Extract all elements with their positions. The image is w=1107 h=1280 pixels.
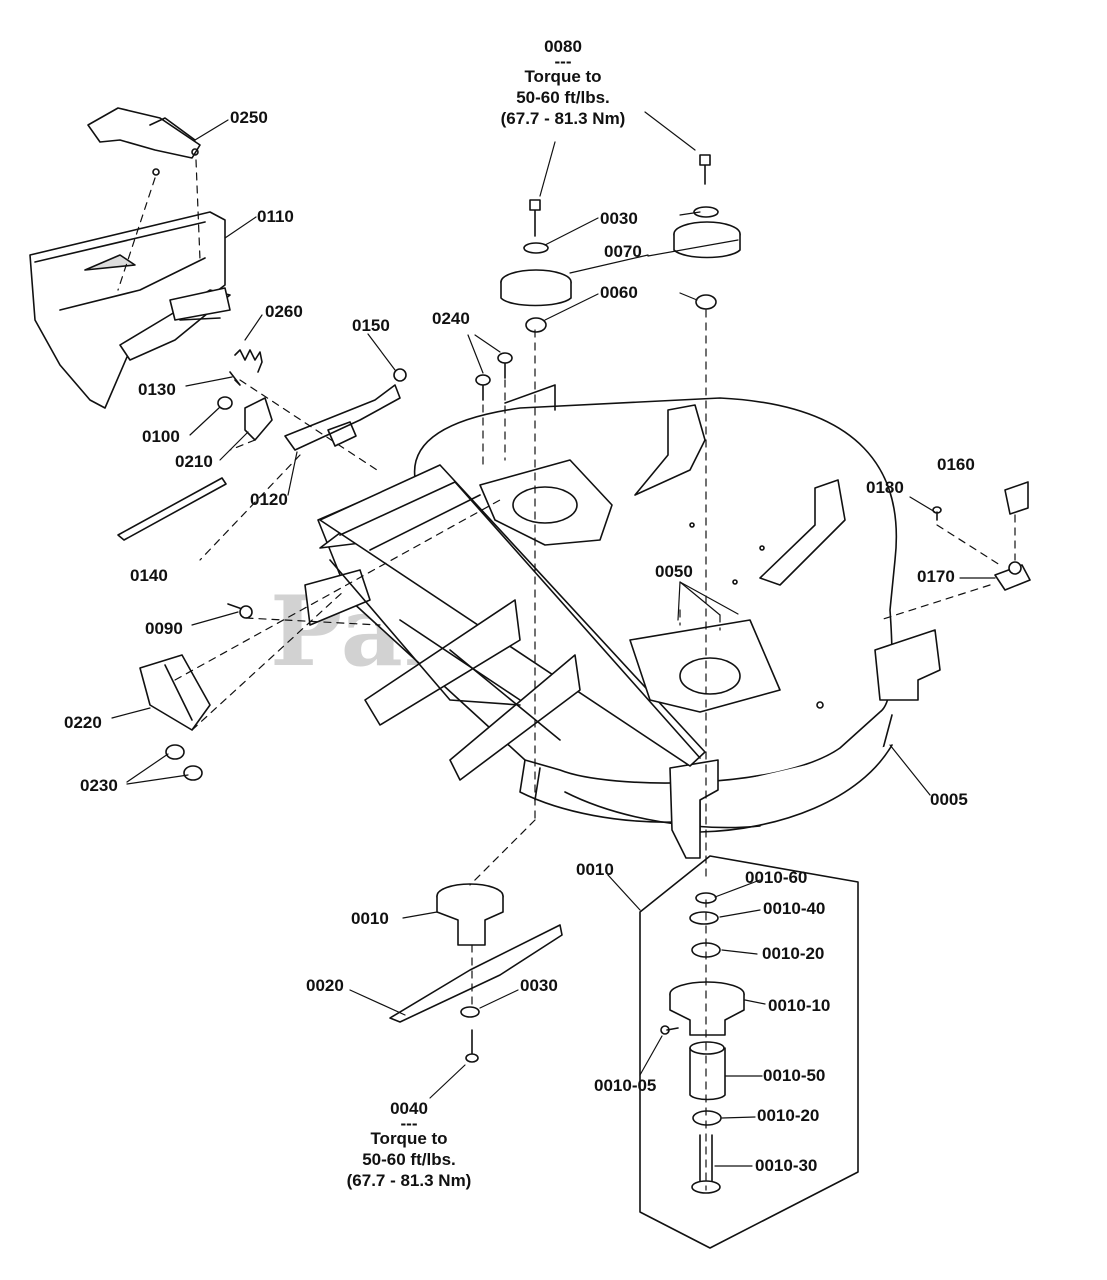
part-label-0010-30: 0010-30 (755, 1156, 818, 1175)
part-label-0140: 0140 (130, 566, 168, 585)
leader-lines (111, 111, 996, 1167)
lower-spindle-blade (389, 883, 563, 1063)
part-label-0110: 0110 (257, 207, 294, 226)
part-label-0050: 0050 (655, 562, 693, 581)
part-label-0130: 0130 (138, 380, 176, 399)
part-label-0010-40: 0010-40 (763, 899, 826, 918)
part-label-0030-top: 0030 (600, 209, 638, 228)
part-label-0220: 0220 (64, 713, 102, 732)
part-label-0030-bottom: 0030 (520, 976, 558, 995)
part-label-0090: 0090 (145, 619, 183, 638)
mower-deck (304, 384, 941, 859)
note-bottom-line3: (67.7 - 81.3 Nm) (346, 1171, 472, 1190)
torque-note-top: 0080 --- Torque to 50-60 ft/lbs. (67.7 -… (488, 36, 638, 129)
pulley-stack (500, 154, 741, 333)
part-label-0005: 0005 (930, 790, 968, 809)
right-hardware (932, 481, 1031, 591)
note-top-sep: --- (554, 52, 572, 71)
note-top-line2: 50-60 ft/lbs. (516, 88, 610, 107)
part-label-0100: 0100 (142, 427, 180, 446)
part-label-0010-20-bottom: 0010-20 (757, 1106, 820, 1125)
discharge-chute (29, 211, 231, 409)
part-label-0150: 0150 (352, 316, 390, 335)
part-label-0010-10: 0010-10 (768, 996, 831, 1015)
part-label-0230: 0230 (80, 776, 118, 795)
note-top-line3: (67.7 - 81.3 Nm) (500, 109, 626, 128)
alignment-lines (117, 159, 1016, 1191)
part-label-0240: 0240 (432, 309, 470, 328)
left-hardware (117, 349, 513, 781)
torque-note-bottom: 0040 --- Torque to 50-60 ft/lbs. (67.7 -… (334, 1098, 484, 1191)
part-label-0070: 0070 (604, 242, 642, 261)
part-label-0210: 0210 (175, 452, 213, 471)
note-top-part: 0080 (544, 37, 582, 56)
note-bottom-part: 0040 (390, 1099, 428, 1118)
part-label-0060: 0060 (600, 283, 638, 302)
chute-clip (87, 107, 201, 176)
part-label-0170: 0170 (917, 567, 955, 586)
part-label-0010-20-top: 0010-20 (762, 944, 825, 963)
part-label-0010-60: 0010-60 (745, 868, 808, 887)
part-label-0160: 0160 (937, 455, 975, 474)
part-label-0020: 0020 (306, 976, 344, 995)
note-bottom-sep: --- (400, 1114, 418, 1133)
part-label-0120: 0120 (250, 490, 288, 509)
part-label-0010-05: 0010-05 (594, 1076, 657, 1095)
note-top-line1: Torque to (524, 67, 602, 86)
note-bottom-line1: Torque to (370, 1129, 448, 1148)
part-label-0250: 0250 (230, 108, 268, 127)
note-bottom-line2: 50-60 ft/lbs. (362, 1150, 456, 1169)
spindle-assembly-detail (639, 855, 859, 1249)
part-label-0010-callout: 0010 (576, 860, 614, 879)
part-label-0010-50: 0010-50 (763, 1066, 826, 1085)
part-label-0180: 0180 (866, 478, 904, 497)
part-label-0010-spindle: 0010 (351, 909, 389, 928)
part-label-0260: 0260 (265, 302, 303, 321)
